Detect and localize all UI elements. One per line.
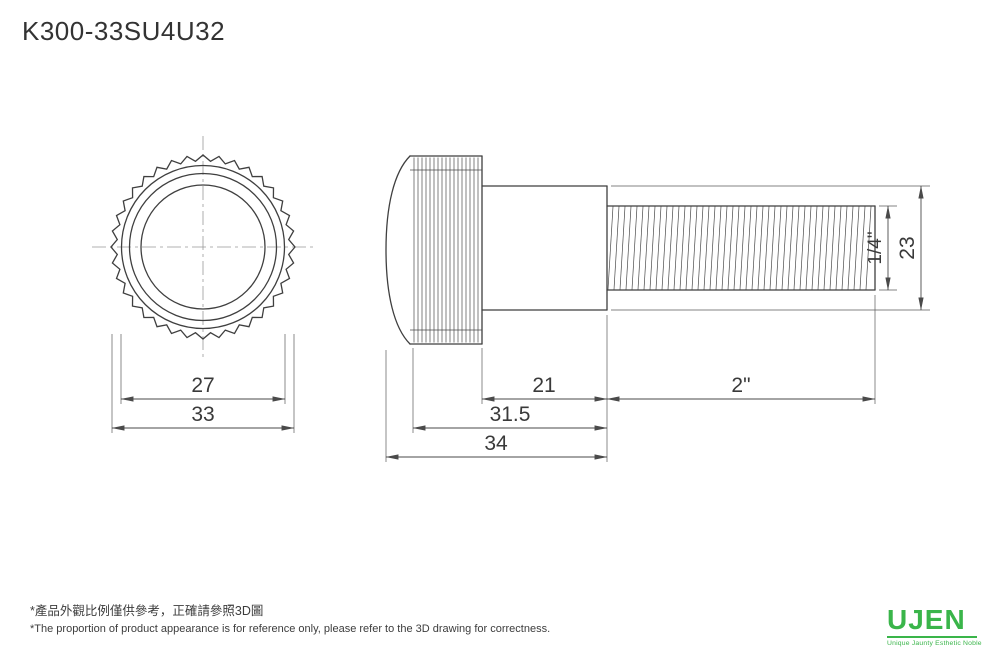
knob-inner-circle — [140, 184, 266, 310]
brand-logo-name: UJEN — [887, 604, 966, 635]
note-english: *The proportion of product appearance is… — [30, 623, 551, 636]
dim-label-head-to-shoulder: 31.5 — [490, 403, 531, 426]
thread-hatch — [607, 206, 872, 290]
brand-logo-bar — [887, 636, 977, 638]
dim-label-thread-length: 2" — [731, 374, 750, 397]
dim-label-shoulder-dia: 23 — [896, 236, 919, 259]
knob-chamfer-circle — [128, 172, 278, 322]
knob-outer-circle — [120, 164, 286, 330]
dim-label-thread-dia: 1/4" — [865, 231, 886, 264]
side-view — [385, 155, 876, 345]
knurl-hatch — [413, 157, 479, 343]
knurl-teeth-ring — [110, 154, 296, 340]
note-chinese: *產品外觀比例僅供參考，正確請參照3D圖 — [30, 604, 264, 618]
footer-notes: *產品外觀比例僅供參考，正確請參照3D圖 *The proportion of … — [30, 602, 550, 638]
dim-label-front-outer: 33 — [191, 403, 214, 426]
brand-logo-tagline: Unique Jaunty Esthetic Noble — [887, 640, 982, 647]
dimension-annotations: 27 33 21 2" 31.5 34 1/4" 23 — [111, 185, 930, 462]
dim-label-shoulder-length: 21 — [532, 374, 555, 397]
brand-logo: UJEN Unique Jaunty Esthetic Noble — [887, 604, 982, 647]
part-number: K300-33SU4U32 — [22, 16, 226, 46]
front-view — [92, 136, 314, 358]
dim-label-total-length: 34 — [484, 432, 508, 455]
knob-dome-profile — [385, 155, 411, 345]
dim-label-front-inner: 27 — [191, 374, 214, 397]
